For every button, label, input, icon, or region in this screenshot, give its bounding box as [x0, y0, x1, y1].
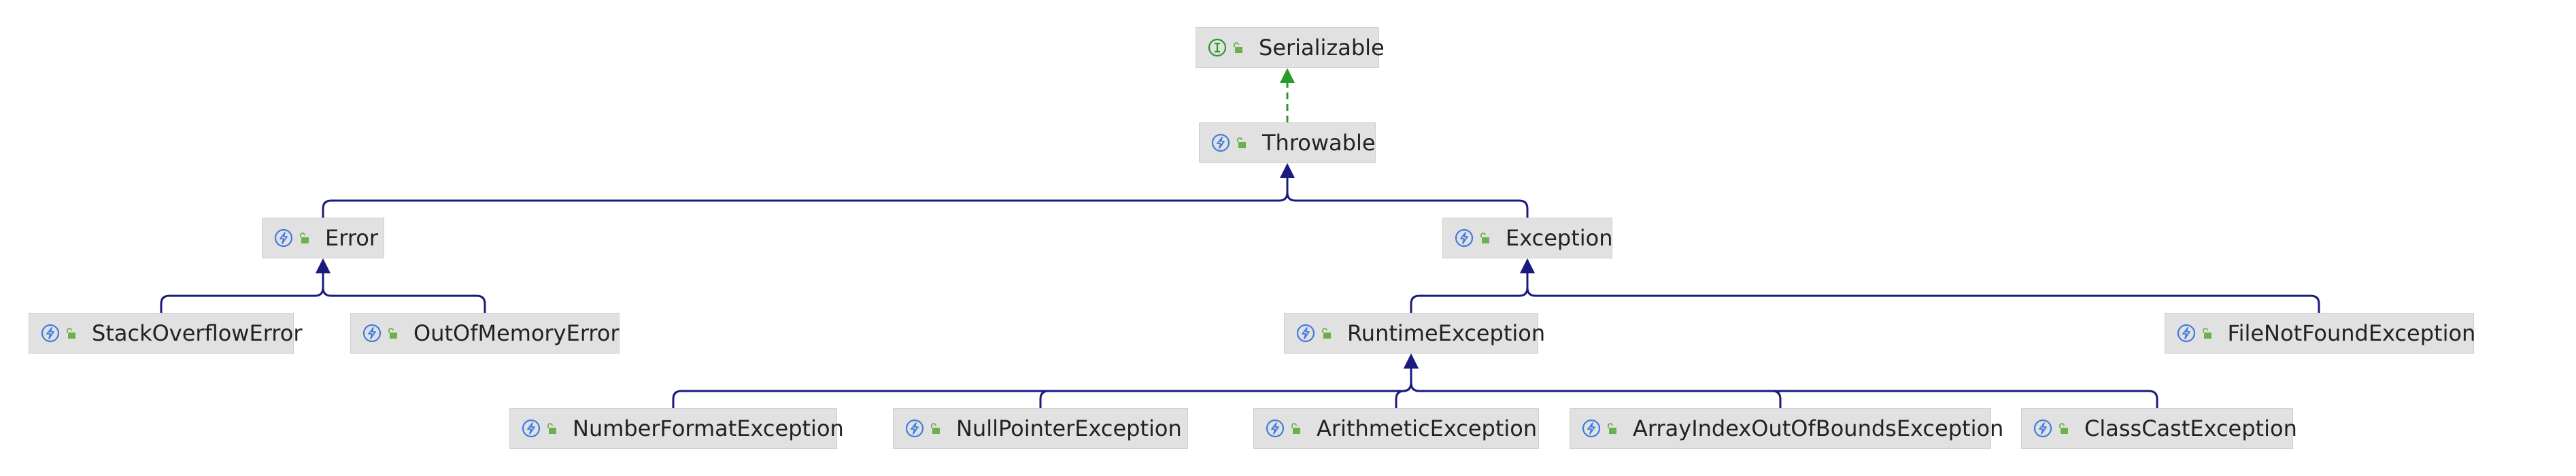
- edge-classcastexception-to-runtimeexception: [1410, 369, 2158, 408]
- class-icon: [2033, 418, 2053, 439]
- arrowhead-throwable-to-serializable: [1280, 68, 1295, 83]
- edge-stackoverflowerror-to-error: [160, 273, 324, 313]
- public-visibility-icon: [1227, 41, 1244, 54]
- class-icon: [521, 418, 541, 439]
- node-label: Serializable: [1259, 35, 1385, 61]
- node-icons: [1581, 418, 1618, 439]
- class-icon: [362, 323, 382, 343]
- node-nullpointerexception[interactable]: NullPointerException: [893, 408, 1188, 449]
- class-icon: [1265, 418, 1285, 439]
- public-visibility-icon: [61, 327, 77, 339]
- public-visibility-icon: [925, 422, 941, 435]
- public-visibility-icon: [2197, 327, 2213, 339]
- node-stackoverflowerror[interactable]: StackOverflowError: [29, 313, 302, 354]
- node-label: RuntimeException: [1347, 320, 1546, 346]
- node-icons: [1454, 228, 1491, 248]
- public-visibility-icon: [294, 232, 310, 244]
- public-visibility-icon: [1474, 232, 1491, 244]
- edge-error-to-throwable: [322, 178, 1289, 218]
- node-label: ArrayIndexOutOfBoundsException: [1633, 415, 2004, 441]
- node-label: NumberFormatException: [573, 415, 844, 441]
- node-icons: [40, 323, 77, 343]
- node-icons: [521, 418, 558, 439]
- node-error[interactable]: Error: [262, 218, 384, 258]
- edge-runtimeexception-to-exception: [1410, 273, 1529, 313]
- arrowhead-filenotfoundexception-to-exception: [1520, 258, 1535, 273]
- node-icons: [1207, 37, 1244, 58]
- node-icons: [273, 228, 310, 248]
- node-numberformatexception[interactable]: NumberFormatException: [509, 408, 844, 449]
- class-icon: [40, 323, 61, 343]
- edge-numberformatexception-to-runtimeexception: [672, 369, 1412, 408]
- edge-nullpointerexception-to-runtimeexception: [1039, 369, 1412, 408]
- edge-outofmemoryerror-to-error: [322, 273, 486, 313]
- node-outofmemoryerror[interactable]: OutOfMemoryError: [350, 313, 620, 354]
- public-visibility-icon: [1231, 137, 1247, 149]
- node-label: ArithmeticException: [1317, 415, 1538, 441]
- interface-icon: [1207, 37, 1227, 58]
- arrowhead-outofmemoryerror-to-error: [316, 258, 331, 273]
- node-label: Throwable: [1262, 130, 1376, 156]
- public-visibility-icon: [1316, 327, 1332, 339]
- node-icons: [2033, 418, 2069, 439]
- public-visibility-icon: [2053, 422, 2069, 435]
- edge-arrayindexoutofboundsexception-to-runtimeexception: [1410, 369, 1782, 408]
- class-icon: [904, 418, 925, 439]
- class-icon: [1581, 418, 1601, 439]
- node-icons: [1210, 133, 1247, 153]
- class-icon: [2176, 323, 2197, 343]
- class-icon: [1295, 323, 1316, 343]
- public-visibility-icon: [541, 422, 558, 435]
- node-arrayindexoutofboundsexception[interactable]: ArrayIndexOutOfBoundsException: [1570, 408, 2003, 449]
- node-label: NullPointerException: [956, 415, 1182, 441]
- node-icons: [2176, 323, 2213, 343]
- arrowhead-classcastexception-to-runtimeexception: [1404, 354, 1419, 369]
- arrowhead-exception-to-throwable: [1280, 163, 1295, 178]
- node-serializable[interactable]: Serializable: [1196, 27, 1385, 68]
- public-visibility-icon: [1285, 422, 1302, 435]
- edge-filenotfoundexception-to-exception: [1526, 273, 2320, 313]
- node-icons: [1295, 323, 1332, 343]
- edge-arithmeticexception-to-runtimeexception: [1395, 369, 1412, 408]
- node-label: Error: [325, 225, 378, 251]
- node-icons: [1265, 418, 1302, 439]
- class-icon: [1210, 133, 1231, 153]
- node-icons: [904, 418, 941, 439]
- node-classcastexception[interactable]: ClassCastException: [2021, 408, 2297, 449]
- node-label: Exception: [1506, 225, 1613, 251]
- node-label: FileNotFoundException: [2227, 320, 2476, 346]
- edge-exception-to-throwable: [1286, 178, 1529, 218]
- node-icons: [362, 323, 399, 343]
- node-exception[interactable]: Exception: [1442, 218, 1612, 258]
- node-filenotfoundexception[interactable]: FileNotFoundException: [2164, 313, 2476, 354]
- class-icon: [1454, 228, 1474, 248]
- node-runtimeexception[interactable]: RuntimeException: [1284, 313, 1545, 354]
- public-visibility-icon: [1601, 422, 1618, 435]
- node-arithmeticexception[interactable]: ArithmeticException: [1253, 408, 1539, 449]
- node-label: ClassCastException: [2084, 415, 2297, 441]
- node-throwable[interactable]: Throwable: [1199, 122, 1376, 163]
- node-label: StackOverflowError: [92, 320, 303, 346]
- public-visibility-icon: [382, 327, 399, 339]
- node-label: OutOfMemoryError: [413, 320, 620, 346]
- class-icon: [273, 228, 294, 248]
